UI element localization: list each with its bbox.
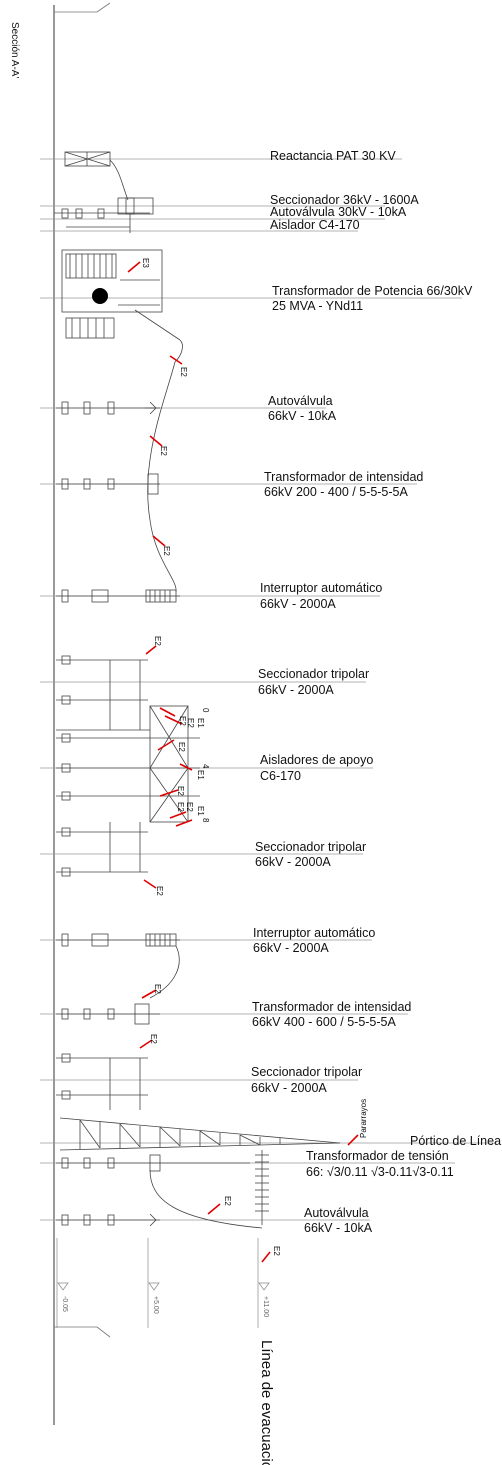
- circuit-breaker-2-symbol: [56, 933, 180, 999]
- conductor-tag: E1: [196, 806, 205, 816]
- conductor-tag: E2: [178, 716, 187, 726]
- tag-number: 4: [201, 764, 210, 769]
- label-voltage-transformer-rating: 66: √3/0.11 √3-0.11√3-0.11: [306, 1165, 454, 1179]
- label-current-transformer-1-rating: 66kV 200 - 400 / 5-5-5-5A: [264, 485, 408, 499]
- label-circuit-breaker-1: Interruptor automático: [260, 581, 382, 595]
- evacuation-line-title: Línea de evacuación: [258, 1340, 275, 1465]
- main-conductor: [147, 361, 177, 593]
- label-disconnector-1-rating: 66kV - 2000A: [258, 683, 334, 697]
- label-support-insulators-rating: C6-170: [260, 769, 301, 783]
- conductor-tag: E1: [196, 718, 205, 728]
- top-ground-slope: [96, 2, 111, 13]
- label-surge-arrester-30kv: Autoválvula 30kV - 10kA: [270, 205, 407, 219]
- label-current-transformer-1: Transformador de intensidad: [264, 470, 423, 484]
- label-surge-arrester-66: Autoválvula: [268, 394, 333, 408]
- equipment-symbols: [54, 151, 341, 1229]
- bottom-ground-slope: [96, 1326, 111, 1338]
- label-disconnector-1: Seccionador tripolar: [258, 667, 369, 681]
- disconnector-2-symbol: [56, 822, 148, 877]
- label-insulator-c4: Aislador C4-170: [270, 218, 360, 232]
- support-insulators-symbol: [56, 705, 200, 823]
- surge-arrester-66-symbol: [56, 401, 160, 415]
- label-disconnector-3: Seccionador tripolar: [251, 1065, 362, 1079]
- conductor-tag: E2: [176, 786, 185, 796]
- conductor-tag: E1: [196, 770, 205, 780]
- disconnector-1-symbol: [56, 655, 150, 731]
- current-transformer-2-symbol: [56, 1003, 160, 1025]
- conductor-tag: E2: [272, 1246, 281, 1256]
- surge-arrester-final-symbol: [56, 1213, 160, 1227]
- label-current-transformer-2: Transformador de intensidad: [252, 1000, 411, 1014]
- tag-number: 0: [201, 708, 210, 713]
- pararrayos-label: Pararrayos: [359, 1099, 368, 1138]
- label-surge-arrester-final-rating: 66kV - 10kA: [304, 1221, 373, 1235]
- disconnector-36kv-symbol: [54, 197, 154, 233]
- current-transformer-1-symbol: [56, 473, 160, 495]
- conductor-tag: E2: [223, 1196, 232, 1206]
- reactance-symbol: [64, 151, 129, 201]
- label-disconnector-36kv: Seccionador 36kV - 1600A: [270, 193, 419, 207]
- conductor-tag: E2: [177, 742, 186, 752]
- line-gantry-symbol: [59, 1117, 341, 1151]
- label-surge-arrester-final: Autoválvula: [304, 1206, 369, 1220]
- equipment-labels: Reactancia PAT 30 KV Seccionador 36kV - …: [251, 149, 501, 1235]
- label-surge-arrester-66-rating: 66kV - 10kA: [268, 409, 337, 423]
- label-current-transformer-2-rating: 66kV 400 - 600 / 5-5-5-5A: [252, 1015, 396, 1029]
- conductor-tag: E3: [141, 258, 150, 268]
- conductor-tag: E2: [179, 367, 188, 377]
- label-power-transformer-rating: 25 MVA - YNd11: [272, 299, 363, 313]
- circuit-breaker-1-symbol: [56, 589, 180, 603]
- label-circuit-breaker-1-rating: 66kV - 2000A: [260, 597, 336, 611]
- lower-conductor: [149, 1169, 263, 1229]
- conductor-tag-arrows: [127, 261, 359, 1263]
- power-transformer-symbol: [61, 249, 183, 363]
- conductor-tag: E2: [185, 802, 194, 812]
- label-line-gantry: Pórtico de Línea: [410, 1134, 501, 1148]
- elevation-label: +5.00: [152, 1296, 159, 1314]
- label-circuit-breaker-2-rating: 66kV - 2000A: [253, 941, 329, 955]
- label-disconnector-2-rating: 66kV - 2000A: [255, 855, 331, 869]
- label-circuit-breaker-2: Interruptor automático: [253, 926, 375, 940]
- label-power-transformer: Transformador de Potencia 66/30kV: [272, 284, 473, 298]
- voltage-transformer-symbol: [56, 1150, 269, 1225]
- label-voltage-transformer: Transformador de tensión: [306, 1149, 449, 1163]
- conductor-tag: E2: [153, 984, 162, 994]
- conductor-tag: E2: [159, 446, 168, 456]
- conductor-tag: E2: [162, 546, 171, 556]
- elevation-label: +11.00: [262, 1296, 269, 1317]
- conductor-tag: E2: [155, 886, 164, 896]
- section-label: Sección A-A': [9, 22, 20, 78]
- elevation-label: -0.05: [61, 1296, 68, 1312]
- disconnector-3-symbol: [56, 1053, 148, 1110]
- conductor-tag: E2: [176, 802, 185, 812]
- elevation-markers: [56, 1238, 270, 1328]
- label-disconnector-3-rating: 66kV - 2000A: [251, 1081, 327, 1095]
- tag-number: 8: [201, 818, 210, 823]
- label-support-insulators: Aisladores de apoyo: [260, 753, 373, 767]
- conductor-tag: E2: [186, 718, 195, 728]
- conductor-tag: E2: [149, 1034, 158, 1044]
- label-reactance: Reactancia PAT 30 KV: [270, 149, 396, 163]
- conductor-tag: E2: [153, 636, 162, 646]
- label-disconnector-2: Seccionador tripolar: [255, 840, 366, 854]
